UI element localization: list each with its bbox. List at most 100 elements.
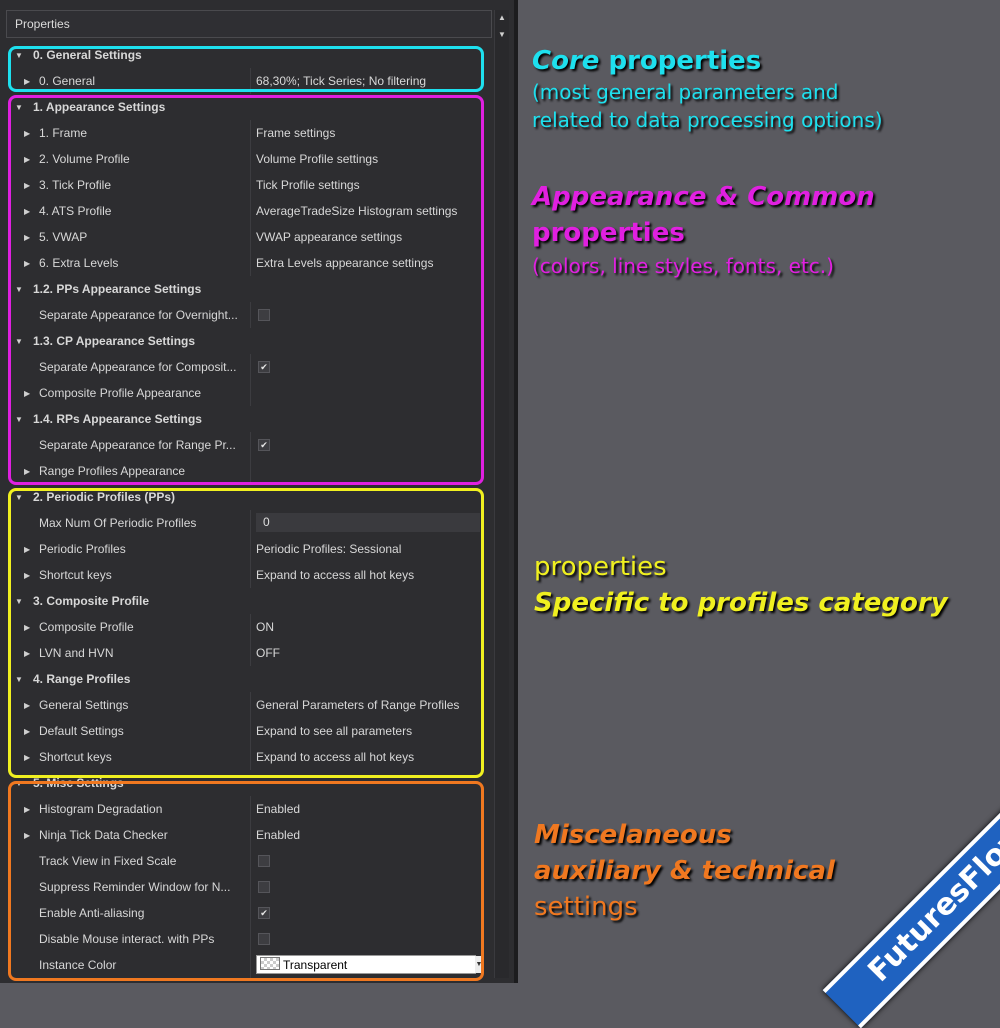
column-separator [250, 432, 251, 458]
collapse-icon[interactable]: ▼ [15, 284, 23, 294]
property-row[interactable]: Separate Appearance for Range Pr...✔ [8, 432, 480, 458]
category-row[interactable]: ▼4. Range Profiles [8, 666, 480, 692]
expand-icon[interactable]: ▶ [24, 700, 31, 710]
expand-icon[interactable]: ▶ [24, 726, 31, 736]
expand-icon[interactable]: ▶ [24, 232, 31, 242]
column-separator [250, 536, 251, 562]
property-label: Track View in Fixed Scale [39, 854, 177, 868]
property-checkbox[interactable] [258, 309, 270, 321]
expand-icon[interactable]: ▶ [24, 830, 31, 840]
category-label: 3. Composite Profile [33, 594, 150, 608]
expand-icon[interactable]: ▶ [24, 154, 31, 164]
property-row[interactable]: ▶Composite Profile Appearance [8, 380, 480, 406]
column-separator [250, 562, 251, 588]
collapse-icon[interactable]: ▼ [15, 596, 23, 606]
expand-icon[interactable]: ▶ [24, 76, 31, 86]
collapse-icon[interactable]: ▼ [15, 414, 23, 424]
category-row[interactable]: ▼1.4. RPs Appearance Settings [8, 406, 480, 432]
expand-icon[interactable]: ▶ [24, 128, 31, 138]
expand-icon[interactable]: ▶ [24, 180, 31, 190]
property-row[interactable]: ▶Range Profiles Appearance [8, 458, 480, 484]
property-row[interactable]: Enable Anti-aliasing✔ [8, 900, 480, 926]
property-row[interactable]: ▶ Composite Profile ON [8, 614, 480, 640]
column-separator [250, 302, 251, 328]
property-value: Enabled [256, 828, 301, 842]
expand-icon[interactable]: ▶ [24, 466, 31, 476]
category-row[interactable]: ▼2. Periodic Profiles (PPs) [8, 484, 480, 510]
number-input[interactable]: 0 [256, 513, 480, 532]
scroll-up-icon[interactable]: ▲ [498, 13, 506, 22]
property-label: Separate Appearance for Overnight... [39, 308, 238, 322]
color-picker[interactable]: Transparent▼ [256, 955, 483, 974]
property-checkbox[interactable]: ✔ [258, 907, 270, 919]
property-label: Max Num Of Periodic Profiles [39, 516, 197, 530]
category-row[interactable]: ▼5. Misc Settings [8, 770, 480, 796]
property-row[interactable]: Disable Mouse interact. with PPs [8, 926, 480, 952]
property-label: Default Settings [39, 724, 124, 738]
property-row[interactable]: Max Num Of Periodic Profiles 0 [8, 510, 480, 536]
expand-icon[interactable]: ▶ [24, 804, 31, 814]
property-value: Volume Profile settings [256, 152, 379, 166]
property-row[interactable]: Track View in Fixed Scale [8, 848, 480, 874]
expand-icon[interactable]: ▶ [24, 258, 31, 268]
annotation-core-sub2: related to data processing options) [532, 108, 883, 132]
collapse-icon[interactable]: ▼ [15, 674, 23, 684]
property-row[interactable]: Suppress Reminder Window for N... [8, 874, 480, 900]
expand-icon[interactable]: ▶ [24, 752, 31, 762]
property-checkbox[interactable]: ✔ [258, 439, 270, 451]
expand-icon[interactable]: ▶ [24, 544, 31, 554]
category-row[interactable]: ▼1. Appearance Settings [8, 94, 480, 120]
category-row[interactable]: ▼1.3. CP Appearance Settings [8, 328, 480, 354]
collapse-icon[interactable]: ▼ [15, 50, 23, 60]
collapse-icon[interactable]: ▼ [15, 778, 23, 788]
brand-ribbon: FuturesFlow.io [822, 749, 1000, 1028]
dropdown-icon[interactable]: ▼ [475, 956, 483, 973]
annotation-appearance-sub: (colors, line styles, fonts, etc.) [532, 254, 834, 278]
property-label: Composite Profile [39, 620, 134, 634]
category-row[interactable]: ▼1.2. PPs Appearance Settings [8, 276, 480, 302]
property-row[interactable]: Separate Appearance for Composit...✔ [8, 354, 480, 380]
scrollbar[interactable]: ▲ ▼ [494, 10, 509, 978]
annotation-appearance-1: Appearance & Common [532, 182, 875, 212]
property-label: Suppress Reminder Window for N... [39, 880, 231, 894]
column-separator [250, 926, 251, 952]
expand-icon[interactable]: ▶ [24, 622, 31, 632]
property-checkbox[interactable] [258, 855, 270, 867]
column-separator [250, 952, 251, 978]
column-separator [250, 146, 251, 172]
column-separator [250, 354, 251, 380]
property-checkbox[interactable]: ✔ [258, 361, 270, 373]
scroll-down-icon[interactable]: ▼ [498, 30, 506, 39]
property-checkbox[interactable] [258, 933, 270, 945]
expand-icon[interactable]: ▶ [24, 570, 31, 580]
annotation-misc-3: settings [534, 892, 638, 922]
property-value: AverageTradeSize Histogram settings [256, 204, 458, 218]
property-value: ON [256, 620, 274, 634]
expand-icon[interactable]: ▶ [24, 648, 31, 658]
property-checkbox[interactable] [258, 881, 270, 893]
collapse-icon[interactable]: ▼ [15, 492, 23, 502]
collapse-icon[interactable]: ▼ [15, 102, 23, 112]
category-row[interactable]: ▼ 3. Composite Profile [8, 588, 480, 614]
category-row[interactable]: ▼0. General Settings [8, 42, 480, 68]
collapse-icon[interactable]: ▼ [15, 336, 23, 346]
property-row[interactable]: Separate Appearance for Overnight... [8, 302, 480, 328]
expand-icon[interactable]: ▶ [24, 206, 31, 216]
expand-icon[interactable]: ▶ [24, 388, 31, 398]
